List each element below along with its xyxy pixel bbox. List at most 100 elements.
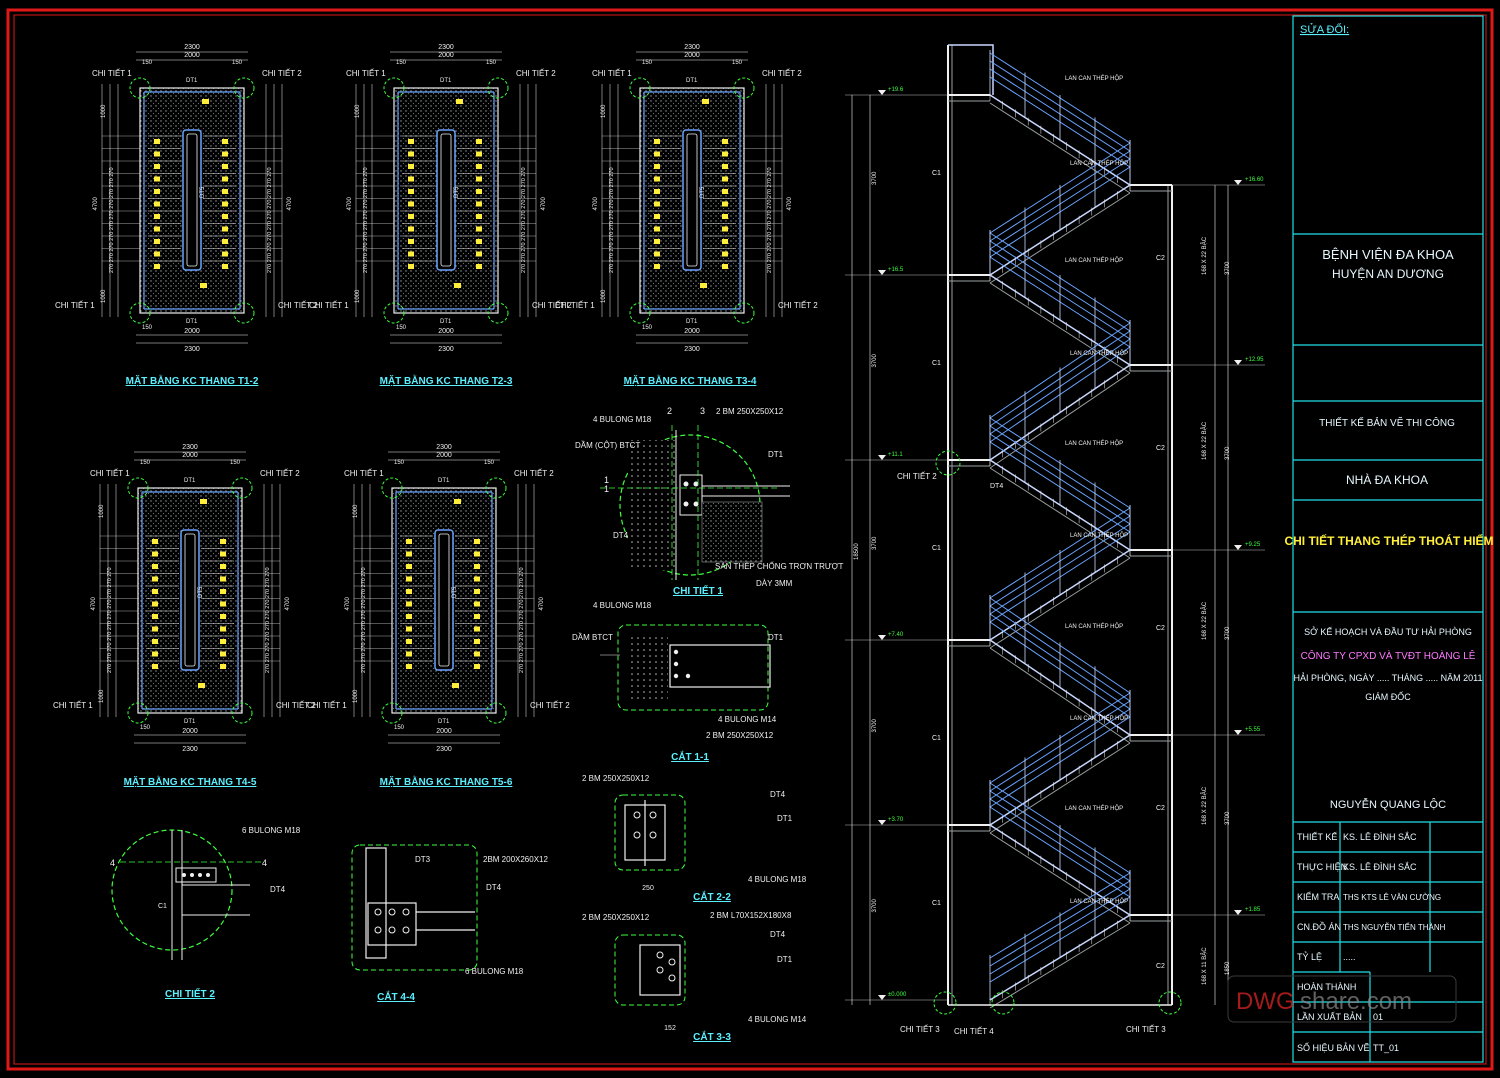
label-dt5: DT5 — [200, 186, 206, 198]
cat-3-3-plate-label: 2 BM 250X250X12 — [582, 913, 650, 922]
cat-3-3-plate — [639, 944, 681, 996]
project-district: HUYỆN AN DƯƠNG — [1332, 266, 1444, 281]
dim-right-height: 4700 — [541, 196, 547, 210]
cat-1-1-bolt-label: 4 BULONG M18 — [593, 601, 652, 610]
step-mark-left — [154, 176, 160, 182]
step-mark-left — [408, 201, 414, 207]
rail-label-3: LAN CAN THÉP HỘP — [1070, 350, 1128, 357]
rail-label-5: LAN CAN THÉP HỘP — [1070, 532, 1128, 539]
cat-1-1-steel — [669, 644, 771, 688]
level-left-0: +19.6 — [888, 87, 904, 93]
step-mark-left — [154, 239, 160, 244]
dim-bottom-side-label: 150 — [142, 325, 153, 331]
callout-ct1-top: CHI TIẾT 1 — [92, 68, 132, 78]
detail-callout-circle — [233, 302, 255, 324]
step-mark-left — [654, 251, 660, 257]
dim-left-steps: 270 270 270 270 270 270 270 270 270 270 — [609, 167, 615, 273]
cat-2-2-bolt-label: 4 BULONG M18 — [748, 875, 807, 884]
detail-callout-circle — [127, 702, 149, 724]
plan-title: MẶT BẰNG KC THANG T4-5 — [124, 775, 257, 788]
step-mark-right — [220, 601, 226, 607]
bolt — [683, 501, 689, 507]
cat-3-3-bolt-label: 4 BULONG M14 — [748, 1015, 807, 1024]
bolt — [649, 811, 657, 819]
stringer-under — [989, 372, 1131, 469]
tb-row-key-3: CN.ĐỒ ÁN — [1297, 921, 1341, 932]
cat-4-4-plate-label: 2BM 200X260X12 — [483, 855, 548, 864]
step-mark-right — [474, 614, 480, 619]
section-mark-4a: 4 — [110, 858, 115, 868]
step-mark-left — [408, 214, 414, 219]
tb-row-key-1: THỰC HIỆN — [1297, 862, 1347, 872]
bolt — [668, 958, 676, 966]
step-mark-left — [154, 189, 160, 194]
step-mark-left — [406, 589, 412, 594]
stair-well — [182, 129, 202, 271]
stringer-under — [989, 102, 1131, 194]
bolt — [374, 908, 382, 916]
callout-ct1-bottom: CHI TIẾT 1 — [53, 700, 93, 710]
dim-left-landing: 1000 — [355, 289, 361, 303]
callout-bottom-circle-0 — [933, 991, 957, 1015]
flight-9 — [989, 870, 1131, 1009]
detail-callout-circle — [629, 302, 651, 324]
stair-well-inner — [440, 133, 452, 267]
level-marker-0 — [878, 90, 886, 95]
detail-1-plate — [679, 474, 703, 516]
dim-bottom-side-label: 150 — [396, 325, 407, 331]
dim-left-height: 4700 — [345, 596, 351, 610]
dim-top-total-label: 2300 — [438, 44, 454, 51]
stringer-under — [989, 557, 1131, 649]
step-mark-right — [474, 651, 480, 657]
column-c2-2: C2 — [1156, 625, 1165, 632]
callout-ct1-top: CHI TIẾT 1 — [592, 68, 632, 78]
label-dt1-bottom: DT1 — [184, 719, 196, 725]
column-c1-3: C1 — [932, 735, 941, 742]
column-c1-1: C1 — [932, 360, 941, 367]
step-mark-left — [152, 614, 158, 619]
stair-well-inner — [686, 133, 698, 267]
level-right-2: +9.25 — [1245, 542, 1261, 548]
dim-top-inner-label: 2000 — [184, 52, 200, 59]
step-mark-left — [406, 551, 412, 557]
callout-ct1-bottom: CHI TIẾT 1 — [555, 300, 595, 310]
elev-dim-3: 3700 — [872, 718, 878, 732]
dim-left-height: 4700 — [91, 596, 97, 610]
step-mark-right — [474, 626, 480, 632]
step-mark-right — [220, 614, 226, 619]
step-mark-right — [220, 551, 226, 557]
callout-ct1-top: CHI TIẾT 1 — [90, 468, 130, 478]
stair-elevation: LAN CAN THÉP HỘP LAN CAN THÉP HỘP LAN CAN … — [845, 44, 1265, 1036]
cat-1-1-dt1: DT1 — [768, 633, 784, 642]
dim-right-steps: 270 270 270 270 270 270 270 270 270 270 — [265, 567, 271, 673]
sign-date: HẢI PHÒNG, NGÀY ..... THÁNG ..... NĂM 20… — [1293, 672, 1482, 683]
label-dt1-top: DT1 — [686, 78, 698, 84]
step-mark-right — [722, 264, 728, 269]
cat-1-1-bolt2-label: 4 BULONG M14 — [718, 715, 777, 724]
landing-mark-bottom — [454, 283, 461, 288]
detail-callout-circle — [233, 77, 255, 99]
step-mark-left — [408, 151, 414, 157]
callout-ct2-bottom: CHI TIẾT 2 — [278, 300, 318, 310]
steps-dim-0: 3700 — [1225, 261, 1231, 275]
dim-right-height: 4700 — [539, 596, 545, 610]
step-mark-left — [154, 251, 160, 257]
step-mark-left — [152, 626, 158, 632]
step-mark-left — [406, 651, 412, 657]
dim-bottom-inner-label: 2000 — [684, 328, 700, 335]
label-dt1-bottom: DT1 — [438, 719, 450, 725]
bolt — [198, 873, 202, 877]
bolt — [402, 926, 410, 934]
dim-left-landing: 1000 — [99, 689, 105, 703]
rail-label-9: LAN CAN THÉP HỘP — [1070, 898, 1128, 905]
tb-row-key-0: THIẾT KẾ — [1297, 832, 1337, 842]
stringer-under — [989, 922, 1131, 1009]
callout-ct2-top: CHI TIẾT 2 — [762, 68, 802, 78]
dim-left-landing: 1000 — [601, 289, 607, 303]
elev-bottom-dim: 1850 — [1225, 961, 1231, 975]
step-mark-right — [222, 239, 228, 244]
column-c1-4: C1 — [932, 900, 941, 907]
stringer-under — [989, 282, 1131, 374]
